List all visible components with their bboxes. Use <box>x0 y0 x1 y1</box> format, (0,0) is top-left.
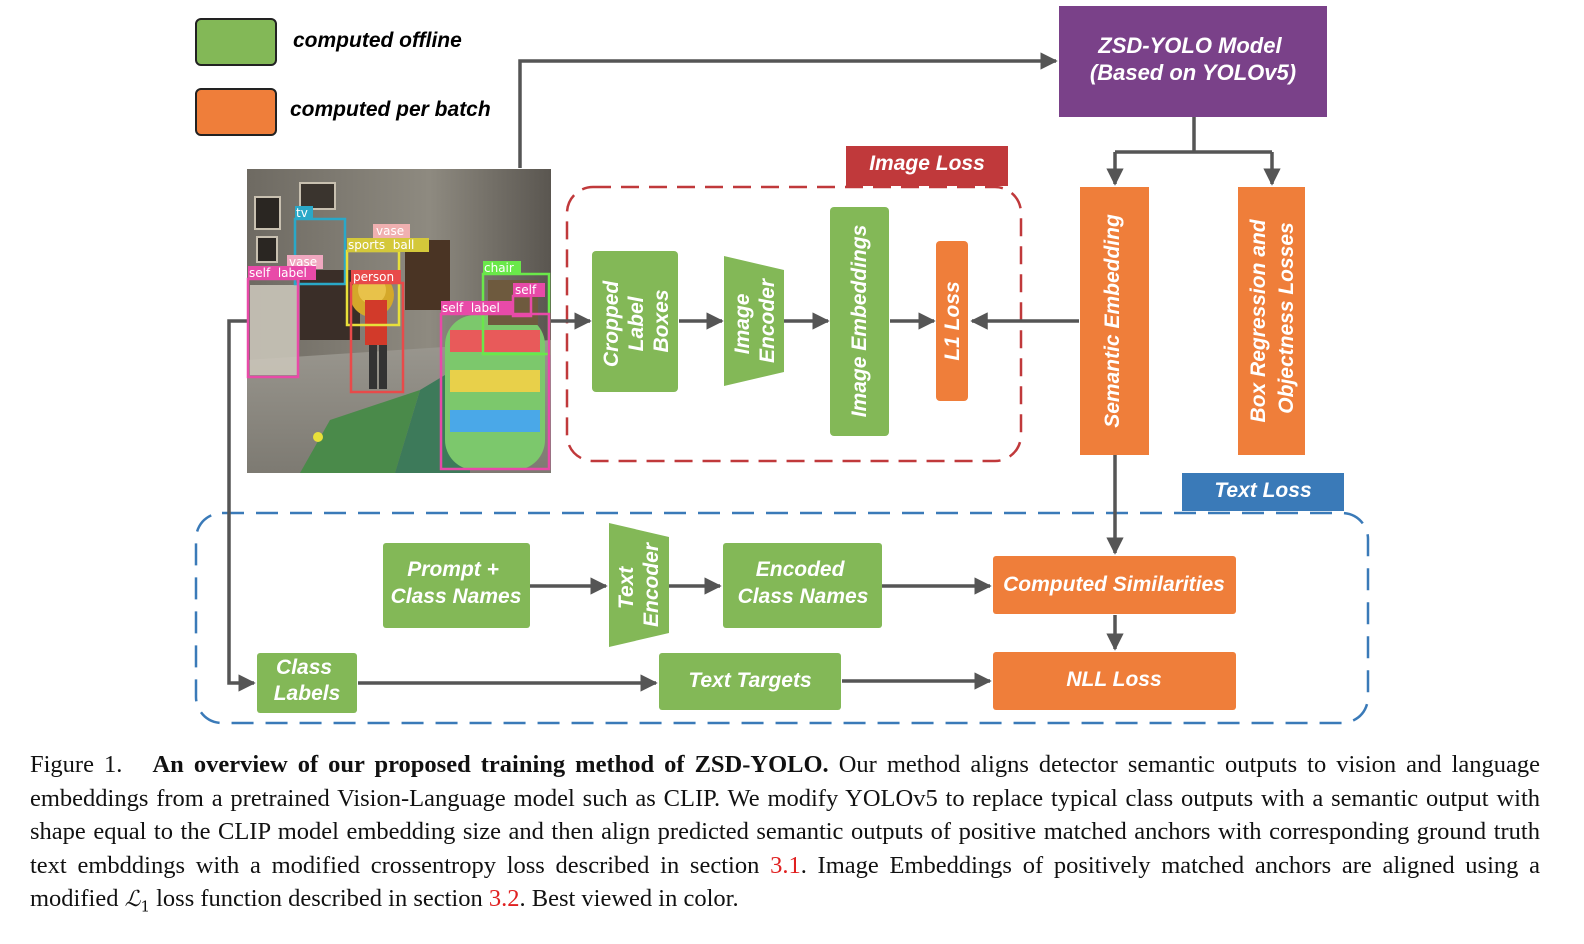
photo-label-chair: chair <box>484 261 514 275</box>
caption-title: An overview of our proposed training met… <box>152 751 829 778</box>
caption-text-2: . Image Embeddings of positively matched… <box>30 851 1540 913</box>
image-embeddings-label: Image Embeddings <box>848 225 871 418</box>
text-targets-label: Text Targets <box>688 669 811 692</box>
photo-label-tv: tv <box>296 206 308 220</box>
encoded-line-2: Class Names <box>738 585 869 608</box>
l1-loss-label: L1 Loss <box>941 281 964 360</box>
caption-text-4: . Best viewed in color. <box>519 885 739 912</box>
image-encoder-line-2: Encoder <box>756 277 779 363</box>
image-loss-title: Image Loss <box>869 152 985 175</box>
photo-label-vase-top: vase <box>376 224 404 238</box>
text-targets-node <box>659 653 841 710</box>
photo-label-vase-left: vase <box>289 255 317 269</box>
l1-loss-node <box>936 241 968 401</box>
text-loss-title: Text Loss <box>1214 479 1311 502</box>
class-labels-line-1: Class <box>276 656 332 679</box>
prompt-line-1: Prompt + <box>407 558 499 581</box>
encoded-line-1: Encoded <box>756 558 846 581</box>
training-overview-diagram: computed offline computed per batch Imag… <box>194 6 1370 725</box>
legend-batch-label: computed per batch <box>290 98 491 121</box>
photo-label-sports-ball: sports ball <box>348 238 414 252</box>
computed-similarities-node <box>993 556 1236 614</box>
zsd-yolo-model-box <box>1059 6 1327 117</box>
box-regression-label: Box Regression and Objectness Losses <box>1247 214 1298 423</box>
caption-text-3: loss function described in section <box>156 885 483 912</box>
caption-ref-section-3-1[interactable]: 3.1 <box>770 851 801 879</box>
cropped-label-boxes-label: Cropped Label Boxes <box>600 275 673 367</box>
text-encoder-line-1: Text <box>615 566 638 609</box>
computed-similarities-label: Computed Similarities <box>1003 573 1225 596</box>
figure-caption: Figure 1. An overview of our proposed tr… <box>30 748 1540 924</box>
legend-offline-label: computed offline <box>293 29 462 52</box>
box-regression-line-2: Objectness Losses <box>1275 222 1298 413</box>
legend-offline-swatch <box>195 18 277 66</box>
text-loss-region <box>194 511 1370 725</box>
encoded-class-names-node <box>723 543 882 628</box>
zsd-yolo-model-label: ZSD-YOLO Model (Based on YOLOv5) <box>1090 33 1296 85</box>
image-encoder-node <box>724 256 784 386</box>
cropped-line-3: Boxes <box>650 289 673 352</box>
photo-label-self-label-left: self label <box>249 266 307 280</box>
legend: computed offline computed per batch <box>195 18 491 136</box>
image-encoder-line-1: Image <box>731 293 754 354</box>
caption-l1-symbol: ℒ1 <box>124 887 150 916</box>
prompt-class-names-label: Prompt + Class Names <box>391 558 522 608</box>
photo-label-person: person <box>353 270 394 284</box>
model-line-2: (Based on YOLOv5) <box>1090 60 1296 85</box>
caption-figure-number: Figure 1. <box>30 751 123 778</box>
text-loss-title-box <box>1182 473 1344 511</box>
connectors <box>227 52 1281 692</box>
arrow-image-to-class-labels <box>227 319 256 692</box>
box-regression-node <box>1238 187 1305 455</box>
photo-label-self-label-right: self label <box>442 301 500 315</box>
training-image: tv vase sports ball vase self label pers… <box>246 169 551 473</box>
image-encoder-label: Image Encoder <box>731 277 779 363</box>
class-labels-line-2: Labels <box>274 682 341 705</box>
caption-text-1: Our method aligns detector semantic outp… <box>30 751 1540 879</box>
model-line-1: ZSD-YOLO Model <box>1097 33 1282 58</box>
cropped-line-2: Label <box>625 295 648 351</box>
box-vase-top <box>373 224 410 239</box>
text-encoder-label: Text Encoder <box>615 541 663 627</box>
image-loss-title-box <box>846 146 1008 186</box>
text-encoder-node <box>609 523 669 647</box>
prompt-line-2: Class Names <box>391 585 522 608</box>
caption-l1-subscript: 1 <box>140 897 150 916</box>
box-tv <box>293 217 347 286</box>
box-regression-line-1: Box Regression and <box>1247 218 1270 422</box>
legend-batch-swatch <box>195 88 277 136</box>
cropped-line-1: Cropped <box>600 280 623 368</box>
image-embeddings-node <box>830 207 889 436</box>
prompt-class-names-node <box>383 543 530 628</box>
class-labels-label: Class Labels <box>274 656 341 705</box>
caption-l1-letter: ℒ <box>124 887 141 912</box>
cropped-label-boxes-node <box>592 251 678 392</box>
text-encoder-line-2: Encoder <box>640 541 663 627</box>
nll-loss-node <box>993 652 1236 710</box>
caption-ref-section-3-2[interactable]: 3.2 <box>488 885 520 912</box>
encoded-class-names-label: Encoded Class Names <box>738 558 869 608</box>
image-loss-region <box>565 185 1023 463</box>
semantic-embedding-label: Semantic Embedding <box>1101 214 1124 428</box>
arrow-image-to-model <box>518 52 1058 168</box>
photo-label-self-right: self <box>515 283 537 297</box>
nll-loss-label: NLL Loss <box>1066 668 1161 691</box>
class-labels-node <box>257 653 357 713</box>
arrow-model-branch <box>1115 117 1272 154</box>
semantic-embedding-node <box>1080 187 1149 455</box>
